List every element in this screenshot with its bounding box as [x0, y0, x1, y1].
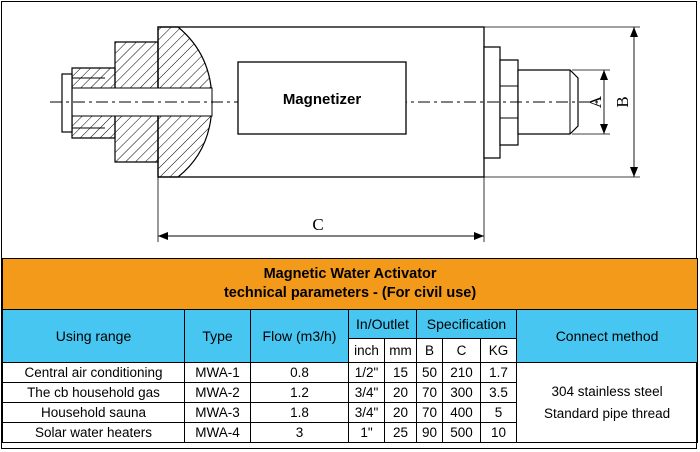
- magnetizer-label: Magnetizer: [283, 91, 362, 108]
- cell-c: 500: [442, 422, 481, 443]
- magnetizer-technical-drawing: Magnetizer A B C: [50, 26, 640, 242]
- dimension-b-label: B: [613, 96, 632, 107]
- cell-mm: 25: [384, 422, 417, 443]
- connect-method-cell: 304 stainless steel Standard pipe thread: [515, 362, 699, 443]
- cell-using-range: Solar water heaters: [2, 422, 185, 443]
- header-b: B: [416, 338, 443, 363]
- header-mm: mm: [384, 338, 417, 363]
- table-row: Solar water heaters MWA-4 3 1" 25 90 500…: [2, 422, 698, 443]
- cell-flow: 0.8: [250, 362, 349, 383]
- cell-mm: 20: [384, 402, 417, 423]
- header-inch: inch: [348, 338, 385, 363]
- connect-method-line2: Standard pipe thread: [544, 405, 671, 421]
- connect-method-line1: 304 stainless steel: [551, 383, 663, 399]
- cell-type: MWA-1: [184, 362, 251, 383]
- cell-c: 400: [442, 402, 481, 423]
- cell-inch: 3/4": [348, 402, 385, 423]
- cell-type: MWA-4: [184, 422, 251, 443]
- cell-b: 90: [416, 422, 443, 443]
- header-kg: KG: [480, 338, 517, 363]
- cell-using-range: The cb household gas: [2, 382, 185, 403]
- cell-type: MWA-3: [184, 402, 251, 423]
- header-specification: Specification: [416, 309, 517, 339]
- cell-flow: 3: [250, 422, 349, 443]
- header-flow: Flow (m3/h): [250, 309, 349, 363]
- table-title: Magnetic Water Activator technical param…: [1, 258, 699, 310]
- table-title-line2: technical parameters - (For civil use): [223, 285, 477, 301]
- cell-b: 50: [416, 362, 443, 383]
- cell-kg: 1.7: [480, 362, 517, 383]
- cell-inch: 3/4": [348, 382, 385, 403]
- table-row: The cb household gas MWA-2 1.2 3/4" 20 7…: [2, 382, 698, 403]
- cell-kg: 3.5: [480, 382, 517, 403]
- cell-inch: 1": [348, 422, 385, 443]
- magnetizer-label-box: [237, 61, 407, 135]
- cell-kg: 5: [480, 402, 517, 423]
- table-row: Household sauna MWA-3 1.8 3/4" 20 70 400…: [2, 402, 698, 423]
- header-c: C: [442, 338, 481, 363]
- cell-flow: 1.8: [250, 402, 349, 423]
- header-type: Type: [184, 309, 251, 363]
- table-title-line1: Magnetic Water Activator: [263, 266, 437, 282]
- right-nut: [499, 59, 519, 146]
- cell-b: 70: [416, 402, 443, 423]
- cell-kg: 10: [480, 422, 517, 443]
- cell-c: 300: [442, 382, 481, 403]
- header-connect-method: Connect method: [515, 309, 699, 363]
- header-using-range: Using range: [2, 309, 185, 363]
- technical-parameters-table: Magnetic Water Activator technical param…: [1, 258, 699, 443]
- cell-flow: 1.2: [250, 382, 349, 403]
- cell-using-range: Household sauna: [2, 402, 185, 423]
- cell-mm: 15: [384, 362, 417, 383]
- cell-b: 70: [416, 382, 443, 403]
- cell-using-range: Central air conditioning: [2, 362, 185, 383]
- cell-c: 210: [442, 362, 481, 383]
- dimension-a-label: A: [586, 95, 605, 108]
- dimension-c-label: C: [312, 215, 323, 234]
- header-in-outlet: In/Outlet: [348, 309, 417, 339]
- cell-inch: 1/2": [348, 362, 385, 383]
- cell-type: MWA-2: [184, 382, 251, 403]
- table-row: Central air conditioning MWA-1 0.8 1/2" …: [2, 362, 699, 443]
- cell-mm: 20: [384, 382, 417, 403]
